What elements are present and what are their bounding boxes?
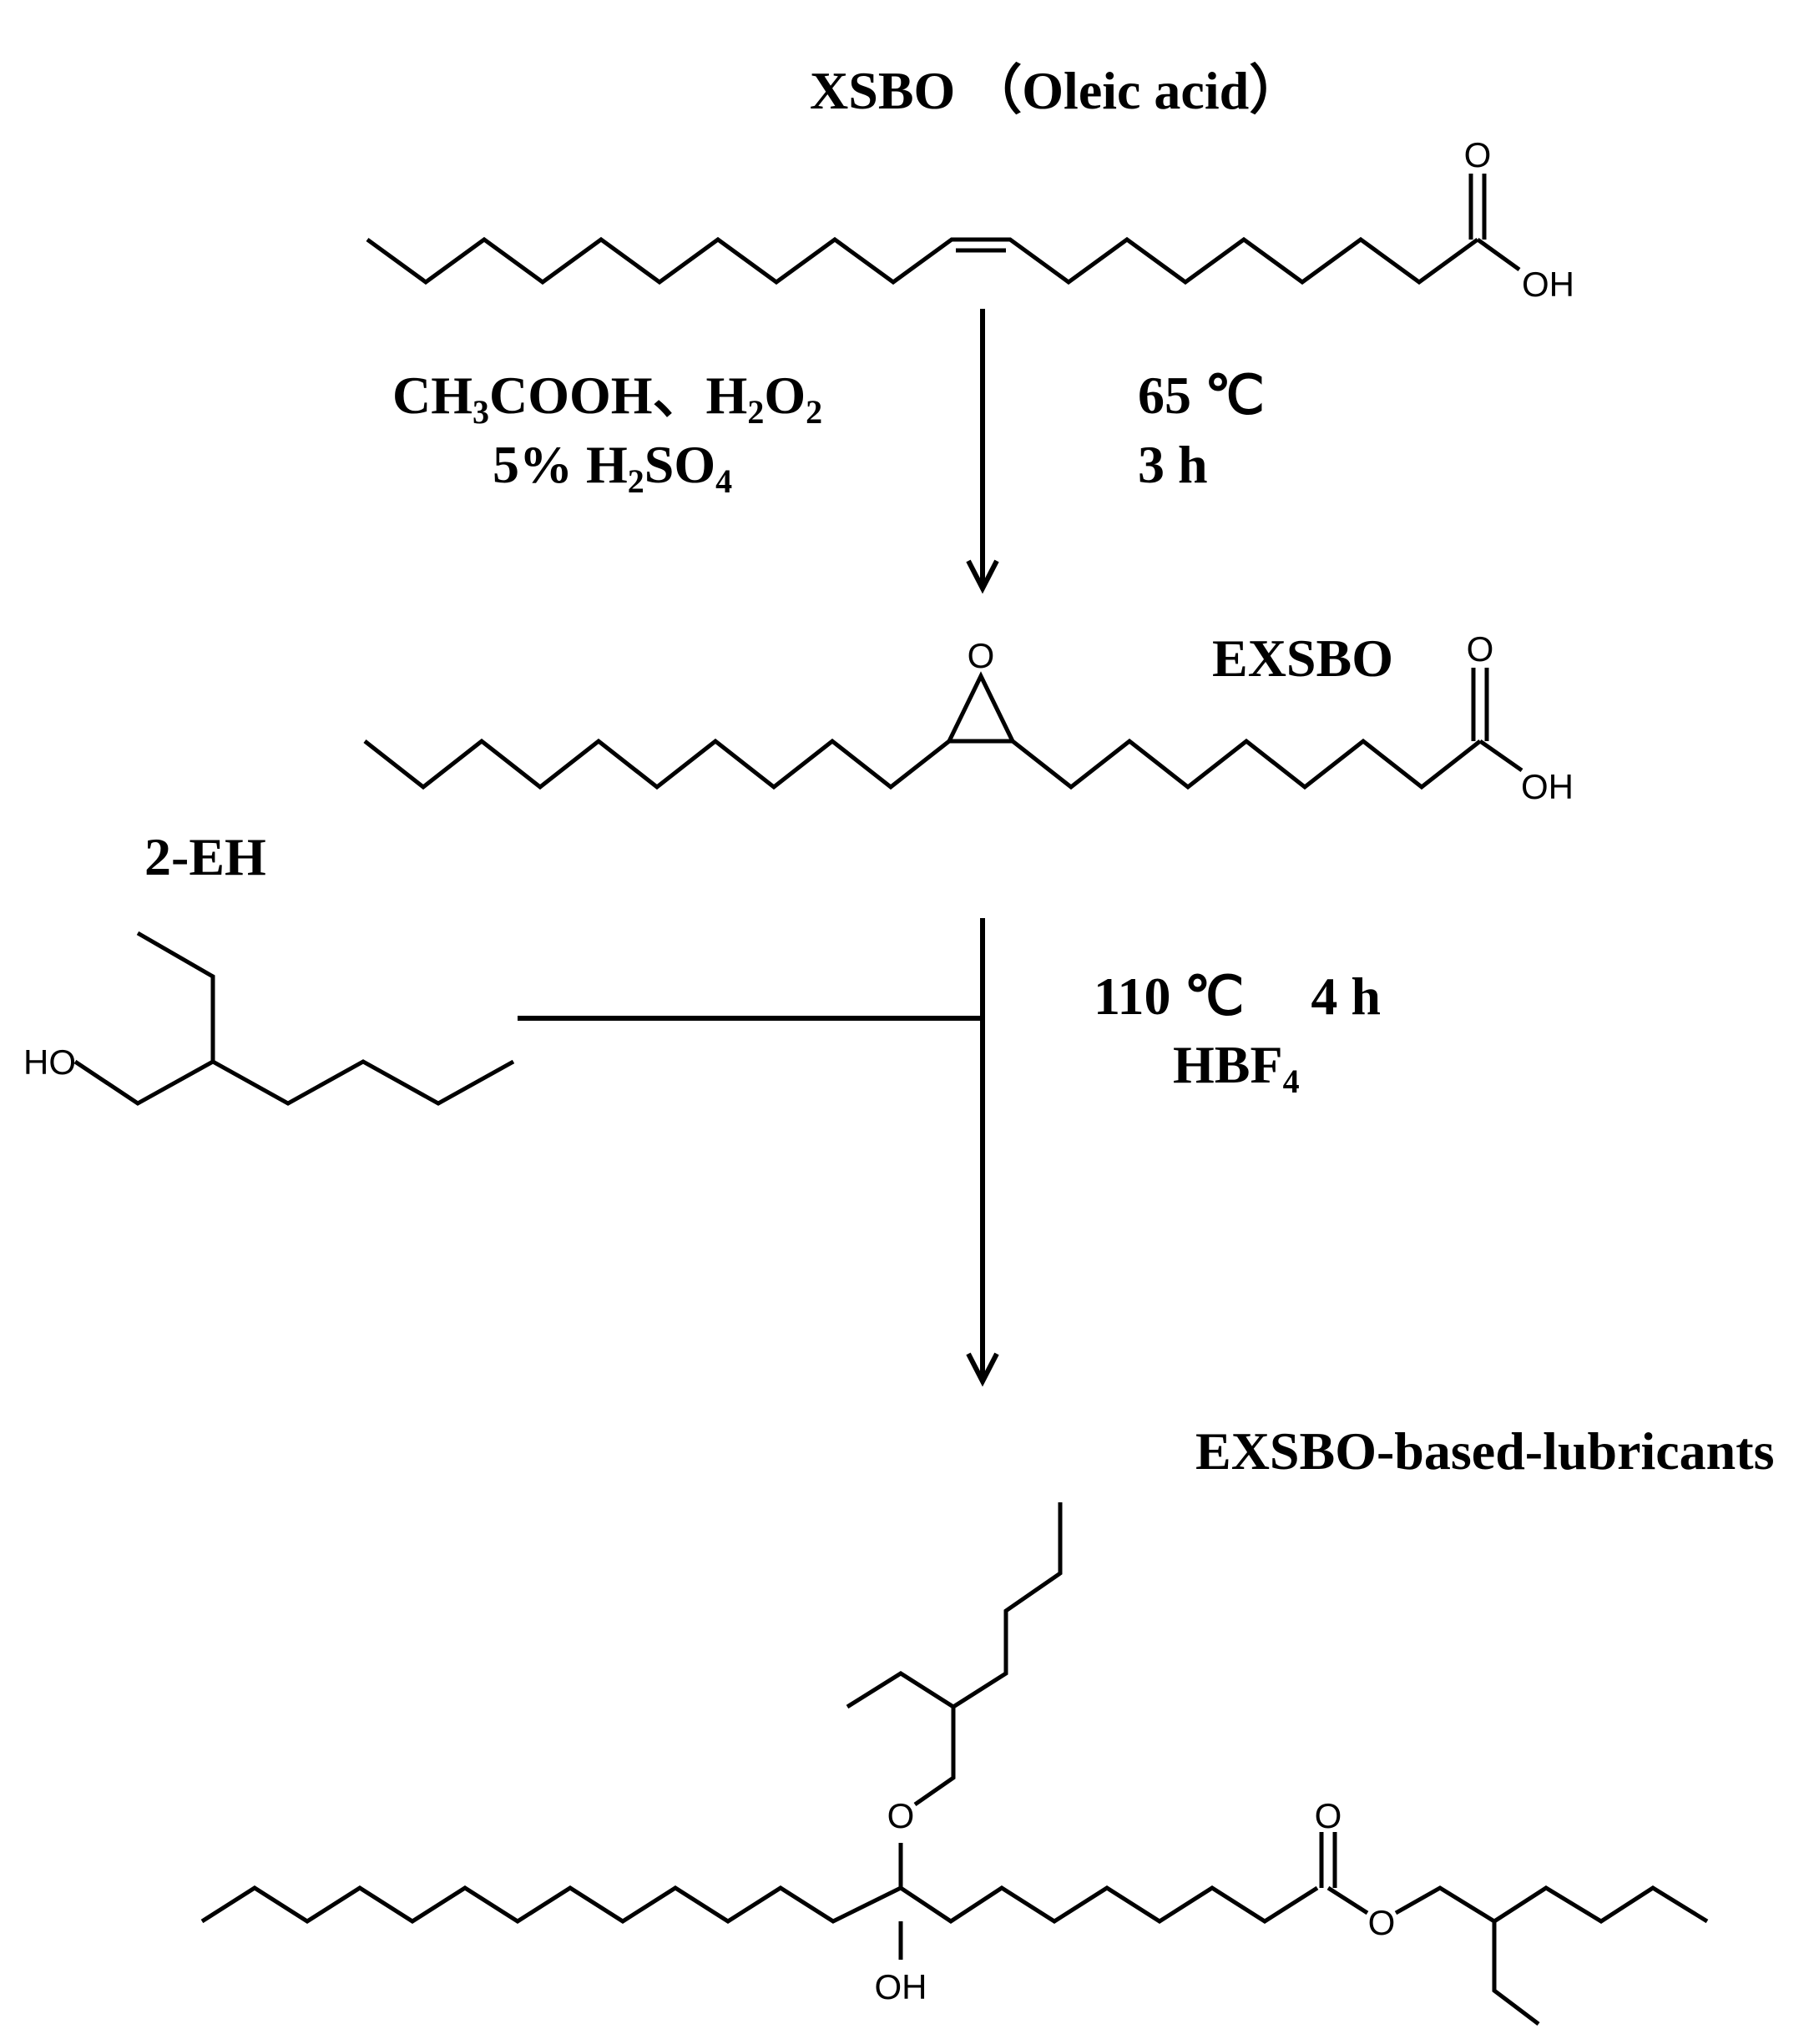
exsbo-hydroxyl-bond bbox=[1478, 739, 1523, 773]
step2-catalyst: HBF4 bbox=[1173, 1035, 1300, 1100]
ester-bond bbox=[1326, 1885, 1369, 1915]
step1-temperature: 65 ℃ bbox=[1138, 366, 1265, 425]
oleic-acid-structure: O OH bbox=[366, 135, 1574, 304]
step1-catalyst: 5% H2SO4 bbox=[493, 435, 732, 500]
product-title: EXSBO-based-lubricants bbox=[1195, 1421, 1774, 1481]
eh-ethyl-branch bbox=[136, 931, 215, 1062]
carbonyl-oxygen: O bbox=[1464, 135, 1492, 174]
step1-reagents: CH3COOH、H2O2 bbox=[392, 366, 822, 431]
ester-ethyl-branch bbox=[1492, 1921, 1540, 2026]
step1-time: 3 h bbox=[1138, 435, 1208, 494]
ether-alkyl-chain bbox=[913, 1502, 1063, 1807]
xsbo-title: XSBO （Oleic acid） bbox=[810, 61, 1302, 120]
epoxide-oxygen: O bbox=[968, 636, 995, 675]
eh-title: 2-EH bbox=[144, 827, 266, 886]
2-ethylhexanol-structure: HO bbox=[23, 931, 515, 1106]
epoxide-ring bbox=[947, 671, 1015, 743]
ether-oxygen: O bbox=[887, 1796, 915, 1835]
step2-arrow bbox=[518, 918, 999, 1387]
ester-alkyl-chain bbox=[1394, 1885, 1709, 1924]
step2-conditions: 110 ℃ 4 h bbox=[1094, 966, 1381, 1026]
exsbo-carbonyl-oxygen: O bbox=[1467, 629, 1494, 669]
ether-ethyl-branch bbox=[846, 1671, 955, 1709]
product-carbonyl-oxygen: O bbox=[1315, 1796, 1342, 1835]
step1-arrow bbox=[966, 309, 999, 594]
eh-backbone bbox=[73, 1059, 515, 1106]
exsbo-acid-hydroxyl: OH bbox=[1521, 767, 1574, 806]
exsbo-structure: O O OH bbox=[363, 629, 1574, 806]
lubricant-structure: O O OH O bbox=[200, 1502, 1709, 2026]
ester-oxygen: O bbox=[1368, 1903, 1396, 1942]
eh-hydroxyl: HO bbox=[23, 1042, 76, 1082]
product-hydroxyl: OH bbox=[875, 1967, 927, 2006]
hydroxyl-bond bbox=[1476, 237, 1521, 272]
acid-hydroxyl: OH bbox=[1522, 265, 1574, 304]
product-main-chain bbox=[200, 1885, 1319, 1924]
exsbo-chain bbox=[363, 738, 1482, 790]
exsbo-title: EXSBO bbox=[1212, 628, 1393, 688]
oleic-acid-chain bbox=[366, 236, 1479, 285]
